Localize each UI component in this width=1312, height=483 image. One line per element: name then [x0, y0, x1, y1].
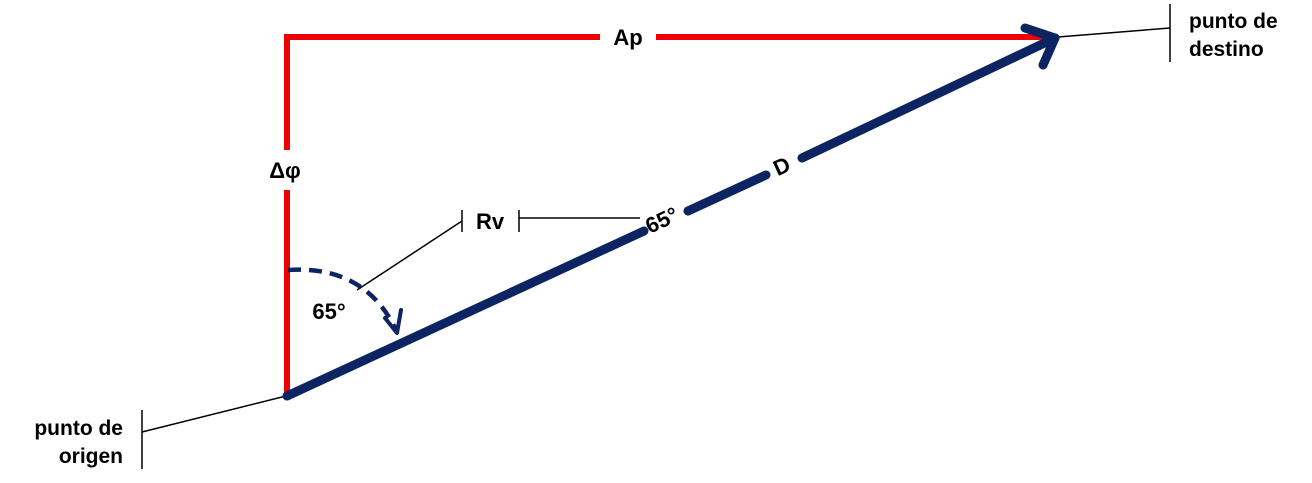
- angle-arc: [287, 267, 399, 331]
- rv-label: Rv: [476, 209, 505, 234]
- origin-angle-label: 65°: [312, 299, 345, 324]
- rv-leader-diagonal: [356, 220, 463, 291]
- destination-leader-line: [1057, 27, 1171, 38]
- origin-leader-line: [141, 395, 287, 433]
- distance-vector-seg-3: [797, 33, 1060, 163]
- distance-vector: [282, 33, 1060, 401]
- origin-label-line1: punto de: [34, 417, 123, 440]
- ap-label: Ap: [613, 25, 642, 50]
- delta-phi-label: Δφ: [269, 158, 301, 183]
- destination-label-line2: destino: [1189, 38, 1264, 61]
- distance-vector-seg-1: [282, 226, 649, 401]
- origin-label-line2: origen: [59, 445, 123, 468]
- distance-vector-seg-2: [683, 170, 771, 216]
- distance-arrowhead: [1020, 23, 1060, 70]
- destination-label-line1: punto de: [1189, 10, 1278, 33]
- origin-point: [283, 393, 289, 399]
- angle-arc-arrowhead: [383, 308, 403, 335]
- distance-label: D: [769, 152, 794, 181]
